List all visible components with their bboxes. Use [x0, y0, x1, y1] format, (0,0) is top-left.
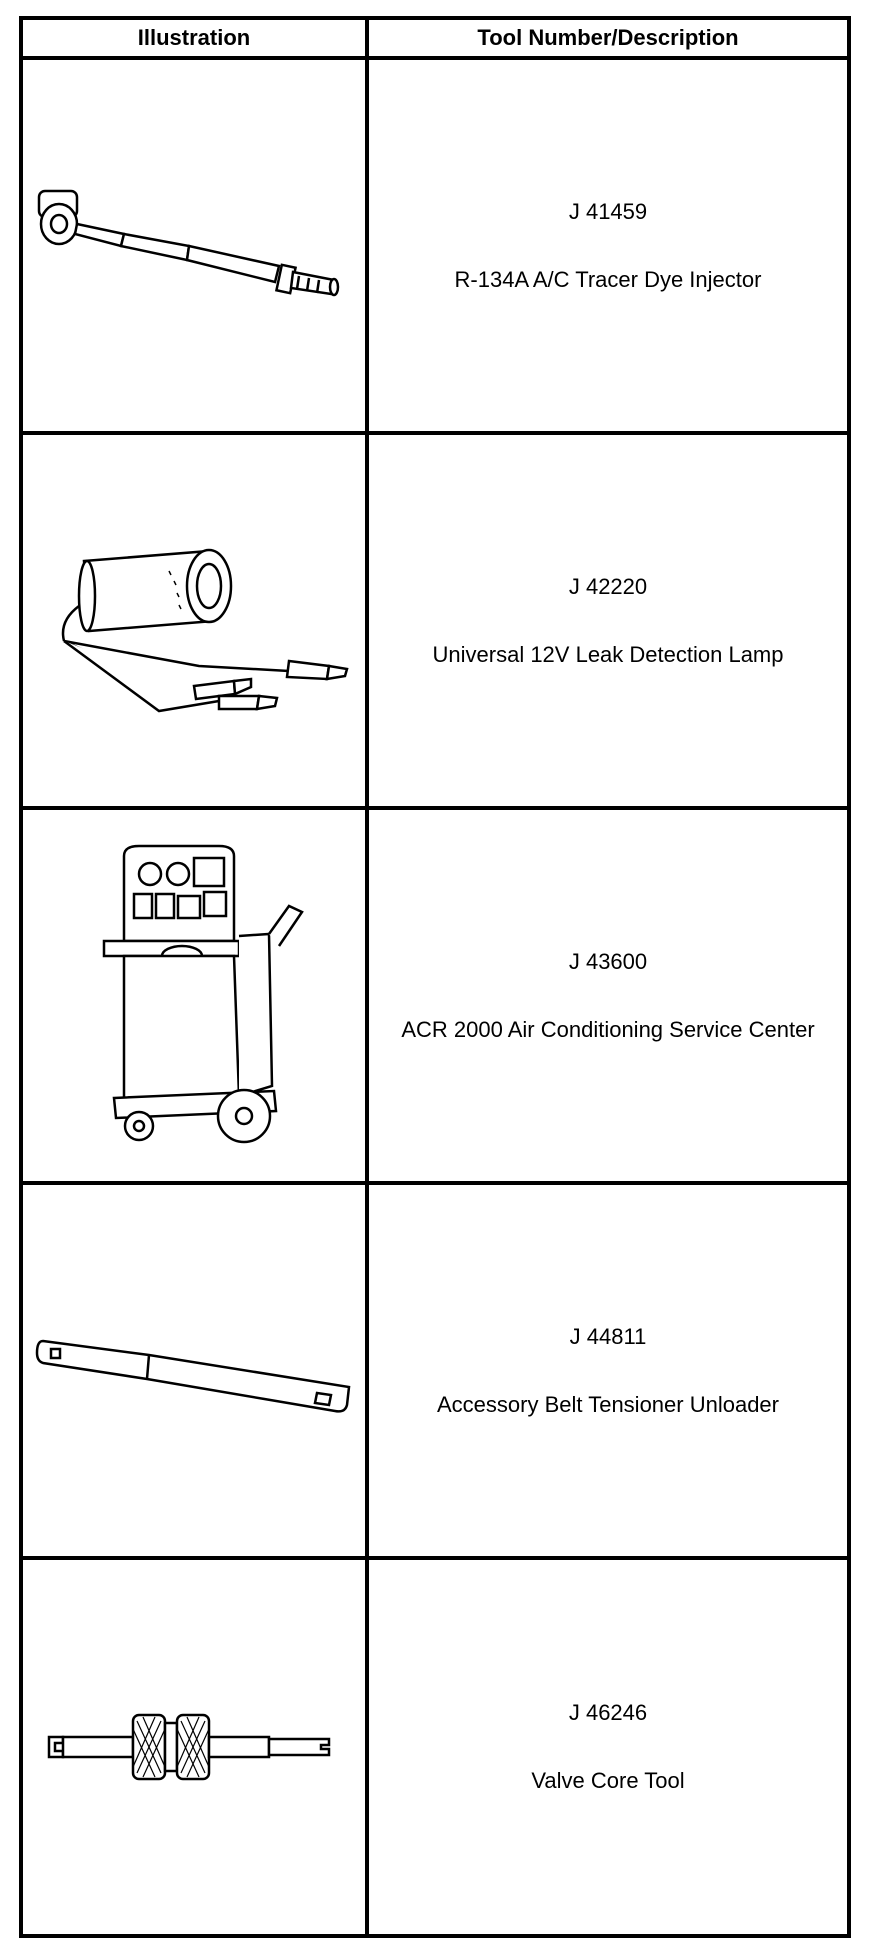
tool-description: ACR 2000 Air Conditioning Service Center [401, 1016, 815, 1042]
table-row: J 46246 Valve Core Tool [23, 1560, 847, 1934]
table-row: J 44811 Accessory Belt Tensioner Unloade… [23, 1185, 847, 1560]
tool-number: J 42220 [568, 573, 648, 599]
valve-core-tool-icon [47, 1713, 331, 1781]
tool-table: Illustration Tool Number/Description [19, 16, 851, 1938]
tool-number: J 44811 [569, 1323, 647, 1349]
description-cell: J 46246 Valve Core Tool [369, 1560, 847, 1934]
header-tool-number-description: Tool Number/Description [477, 25, 739, 50]
belt-tensioner-unloader-icon [35, 1339, 351, 1413]
description-cell: J 42220 Universal 12V Leak Detection Lam… [369, 435, 847, 806]
illustration-cell [23, 1185, 365, 1556]
ac-service-center-icon [102, 844, 304, 1143]
table-row: J 43600 ACR 2000 Air Conditioning Servic… [23, 810, 847, 1185]
tool-number: J 46246 [568, 1700, 648, 1725]
table-row: J 42220 Universal 12V Leak Detection Lam… [23, 435, 847, 810]
illustration-cell [23, 1560, 365, 1934]
leak-detection-lamp-icon [61, 548, 349, 712]
illustration-cell [23, 810, 365, 1181]
tool-number: J 41459 [568, 198, 648, 224]
tool-description: Accessory Belt Tensioner Unloader [437, 1391, 779, 1417]
tool-description: Valve Core Tool [531, 1768, 685, 1793]
tool-description: Universal 12V Leak Detection Lamp [432, 641, 784, 667]
tracer-dye-injector-icon [37, 189, 340, 296]
tool-number: J 43600 [568, 948, 648, 974]
tool-description: R-134A A/C Tracer Dye Injector [454, 266, 762, 292]
illustration-cell [23, 435, 365, 806]
description-cell: J 44811 Accessory Belt Tensioner Unloade… [369, 1185, 847, 1556]
table-row: J 41459 R-134A A/C Tracer Dye Injector [23, 60, 847, 435]
table-header: Illustration Tool Number/Description [23, 20, 847, 60]
header-illustration: Illustration [137, 25, 251, 50]
description-cell: J 41459 R-134A A/C Tracer Dye Injector [369, 60, 847, 431]
illustration-cell [23, 60, 365, 431]
description-cell: J 43600 ACR 2000 Air Conditioning Servic… [369, 810, 847, 1181]
column-divider [365, 20, 369, 1934]
